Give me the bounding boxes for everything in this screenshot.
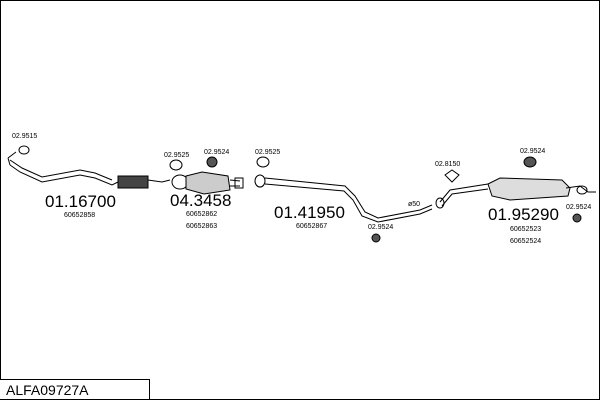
accessory-number: 02.8150: [435, 161, 460, 168]
oem-number: 60652858: [64, 212, 95, 219]
part-number-middle-pipe: 01.41950: [274, 203, 345, 222]
part-number-catalytic-converter: 04.3458: [170, 191, 231, 210]
oem-number: 60652862: [186, 211, 217, 218]
accessory-number: 02.9525: [164, 152, 189, 159]
oem-number: 60652523: [510, 226, 541, 233]
oem-number: 60652867: [296, 223, 327, 230]
reference-code: ALFA09727A: [0, 379, 150, 399]
oem-number: 60652524: [510, 238, 541, 245]
accessory-symbols: [18, 145, 582, 243]
part-number-rear-silencer: 01.95290: [488, 205, 559, 224]
accessory-number: 02.9515: [12, 133, 37, 140]
oem-number: 60652863: [186, 223, 217, 230]
accessory-number: 02.9524: [204, 149, 229, 156]
accessory-number: 02.9524: [368, 224, 393, 231]
catalytic-converter: [171, 171, 244, 195]
accessory-number: 02.9524: [566, 204, 591, 211]
accessory-number: 02.9525: [255, 149, 280, 156]
front-pipe: [7, 151, 171, 189]
middle-pipe: [254, 174, 433, 223]
rear-silencer: [487, 177, 596, 201]
part-number-front-pipe: 01.16700: [45, 192, 116, 211]
bridge-pipe: [435, 183, 489, 209]
accessory-number: 02.9524: [520, 148, 545, 155]
pipe-diameter-note: ø50: [408, 201, 420, 208]
